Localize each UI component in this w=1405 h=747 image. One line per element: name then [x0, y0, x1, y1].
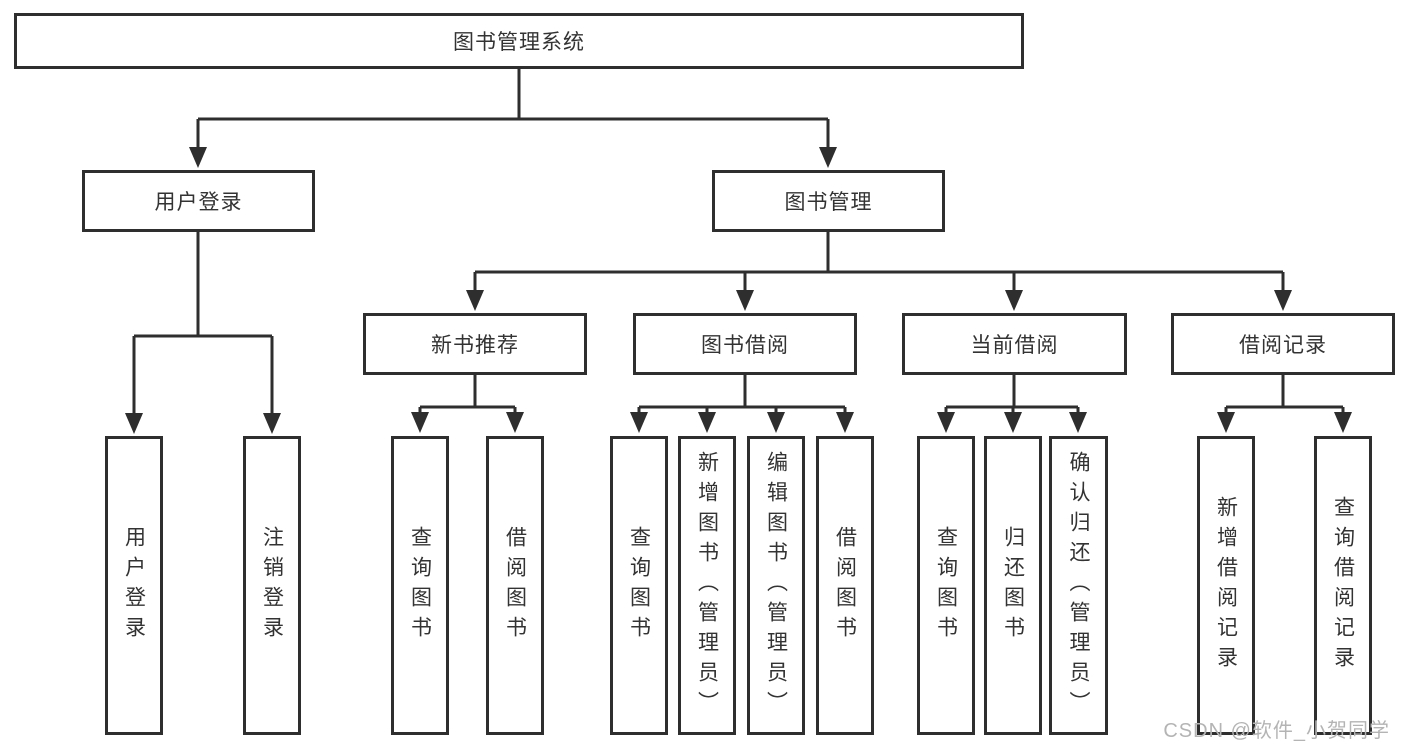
connector-book-mgmt-branch: [473, 232, 1285, 293]
leaf-label: 查询图书: [934, 525, 958, 646]
arrowhead-icon: [263, 413, 281, 434]
leaf-label: 借阅图书: [833, 525, 857, 646]
node-leaf-query-books-current: 查询图书: [917, 436, 975, 735]
node-leaf-logout: 注销登录: [243, 436, 301, 735]
leaf-label: 查询图书: [408, 525, 432, 646]
node-book-management: 图书管理: [712, 170, 945, 232]
arrowhead-icon: [1274, 290, 1292, 311]
node-book-borrow: 图书借阅: [633, 313, 857, 375]
leaf-label: 注销登录: [260, 525, 284, 646]
node-user-login: 用户登录: [82, 170, 315, 232]
connector-current-borrow-branch: [944, 373, 1080, 416]
arrowhead-icon: [1217, 412, 1235, 433]
arrowhead-icon: [1004, 412, 1022, 433]
node-leaf-add-borrow-record: 新增借阅记录: [1197, 436, 1255, 735]
node-leaf-return-books: 归还图书: [984, 436, 1042, 735]
node-borrow-records: 借阅记录: [1171, 313, 1395, 375]
node-leaf-confirm-return-admin: 确认归还（管理员）: [1049, 436, 1108, 735]
node-current-borrow-label: 当前借阅: [970, 334, 1059, 357]
arrowhead-icon: [1334, 412, 1352, 433]
node-leaf-query-borrow-record: 查询借阅记录: [1314, 436, 1372, 735]
connector-root-to-level2: [196, 69, 830, 150]
node-user-login-label: 用户登录: [154, 191, 243, 214]
arrowhead-icon: [506, 412, 524, 433]
node-root-system: 图书管理系统: [14, 13, 1024, 69]
leaf-label: 归还图书: [1001, 525, 1025, 646]
arrowhead-icon: [630, 412, 648, 433]
node-current-borrow: 当前借阅: [902, 313, 1127, 375]
node-new-book-recommend-label: 新书推荐: [431, 334, 519, 357]
csdn-watermark: CSDN @软件_小贺同学: [1163, 720, 1390, 742]
leaf-label: 新增借阅记录: [1214, 495, 1238, 676]
arrowhead-icon: [1005, 290, 1023, 311]
leaf-label: 用户登录: [122, 525, 146, 646]
leaf-label: 新增图书（管理员）: [695, 450, 719, 721]
node-leaf-borrow-books: 借阅图书: [816, 436, 874, 735]
leaf-label: 借阅图书: [503, 525, 527, 646]
arrowhead-icon: [819, 147, 837, 168]
node-book-management-label: 图书管理: [784, 191, 873, 214]
node-root-label: 图书管理系统: [453, 31, 585, 54]
node-new-book-recommend: 新书推荐: [363, 313, 587, 375]
arrowhead-icon: [466, 290, 484, 311]
arrowhead-icon: [698, 412, 716, 433]
leaf-label: 查询借阅记录: [1331, 495, 1355, 676]
arrowheads: [125, 147, 1352, 434]
arrowhead-icon: [736, 290, 754, 311]
node-borrow-records-label: 借阅记录: [1239, 334, 1327, 357]
arrowhead-icon: [125, 413, 143, 434]
leaf-label: 编辑图书（管理员）: [764, 450, 788, 721]
arrowhead-icon: [937, 412, 955, 433]
arrowhead-icon: [767, 412, 785, 433]
connector-borrow-records-branch: [1224, 375, 1345, 416]
node-book-borrow-label: 图书借阅: [701, 334, 789, 357]
connector-new-book-branch: [418, 375, 517, 416]
arrowhead-icon: [411, 412, 429, 433]
node-leaf-edit-books-admin: 编辑图书（管理员）: [747, 436, 805, 735]
arrowhead-icon: [1069, 412, 1087, 433]
node-leaf-add-books-admin: 新增图书（管理员）: [678, 436, 736, 735]
node-leaf-query-books-recommend: 查询图书: [391, 436, 449, 735]
leaf-label: 确认归还（管理员）: [1067, 450, 1091, 721]
node-leaf-user-login: 用户登录: [105, 436, 163, 735]
node-leaf-borrow-books-recommend: 借阅图书: [486, 436, 544, 735]
leaf-label: 查询图书: [627, 525, 651, 646]
node-leaf-query-books-borrow: 查询图书: [610, 436, 668, 735]
arrowhead-icon: [836, 412, 854, 433]
connector-book-borrow-branch: [637, 375, 847, 416]
connector-user-login-branch: [132, 232, 274, 416]
arrowhead-icon: [189, 147, 207, 168]
